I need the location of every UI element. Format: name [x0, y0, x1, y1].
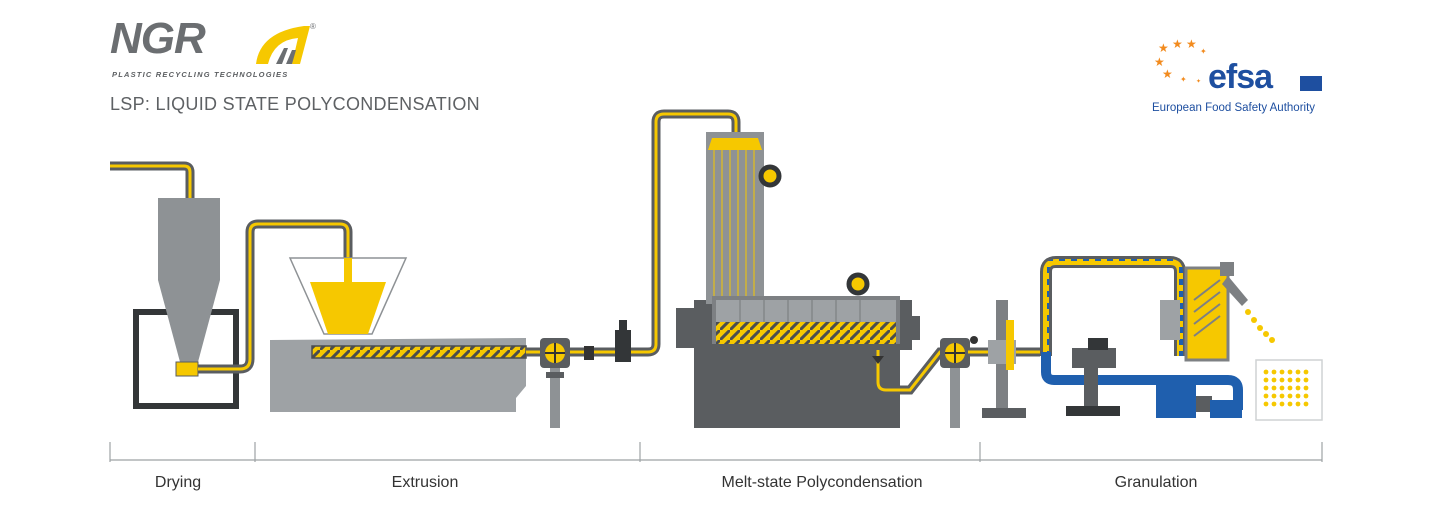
ngr-logo-word: NGR — [110, 14, 206, 63]
granulation-unit — [968, 256, 1323, 421]
extruder-unit — [270, 257, 640, 428]
efsa-star-icon: ★ — [1158, 41, 1169, 55]
stage-label-granulation: Granulation — [1114, 474, 1198, 491]
page-title: LSP: LIQUID STATE POLYCONDENSATION — [110, 94, 480, 114]
efsa-star-icon: ★ — [1172, 37, 1183, 51]
ngr-logo-tagline: PLASTIC RECYCLING TECHNOLOGIES — [112, 70, 289, 79]
dryer-silo — [158, 198, 220, 362]
ngr-logo-mark-icon — [256, 26, 310, 64]
stage-axis — [109, 442, 1323, 462]
granulate-pellets — [1263, 369, 1309, 407]
stage-label-polycondensation: Melt-state Polycondensation — [721, 474, 923, 491]
polycondensation-unit — [631, 109, 978, 428]
efsa-star-icon: ★ — [1154, 55, 1165, 69]
ngr-logo: NGR ® PLASTIC RECYCLING TECHNOLOGIES — [110, 14, 320, 80]
efsa-star-icon: ✦ — [1180, 75, 1187, 84]
efsa-star-icon: ✦ — [1200, 47, 1207, 56]
efsa-wordmark: efsa — [1208, 58, 1273, 96]
ngr-logo-registered: ® — [310, 22, 316, 31]
efsa-fullname: European Food Safety Authority — [1152, 102, 1316, 114]
stage-label-drying: Drying — [154, 474, 202, 491]
efsa-star-icon: ★ — [1186, 37, 1197, 51]
stage-label-extrusion: Extrusion — [391, 474, 459, 491]
eu-flag-icon — [1300, 76, 1322, 91]
extruder-screw — [311, 345, 527, 359]
drying-unit — [110, 161, 353, 409]
efsa-star-icon: ★ — [1162, 67, 1173, 81]
reactor-tower — [706, 132, 764, 304]
efsa-logo: ★ ★ ★ ★ ★ ✦ ✦ ✦ efsa European Food Safet… — [1150, 36, 1330, 126]
efsa-star-icon: ✦ — [1196, 79, 1202, 85]
